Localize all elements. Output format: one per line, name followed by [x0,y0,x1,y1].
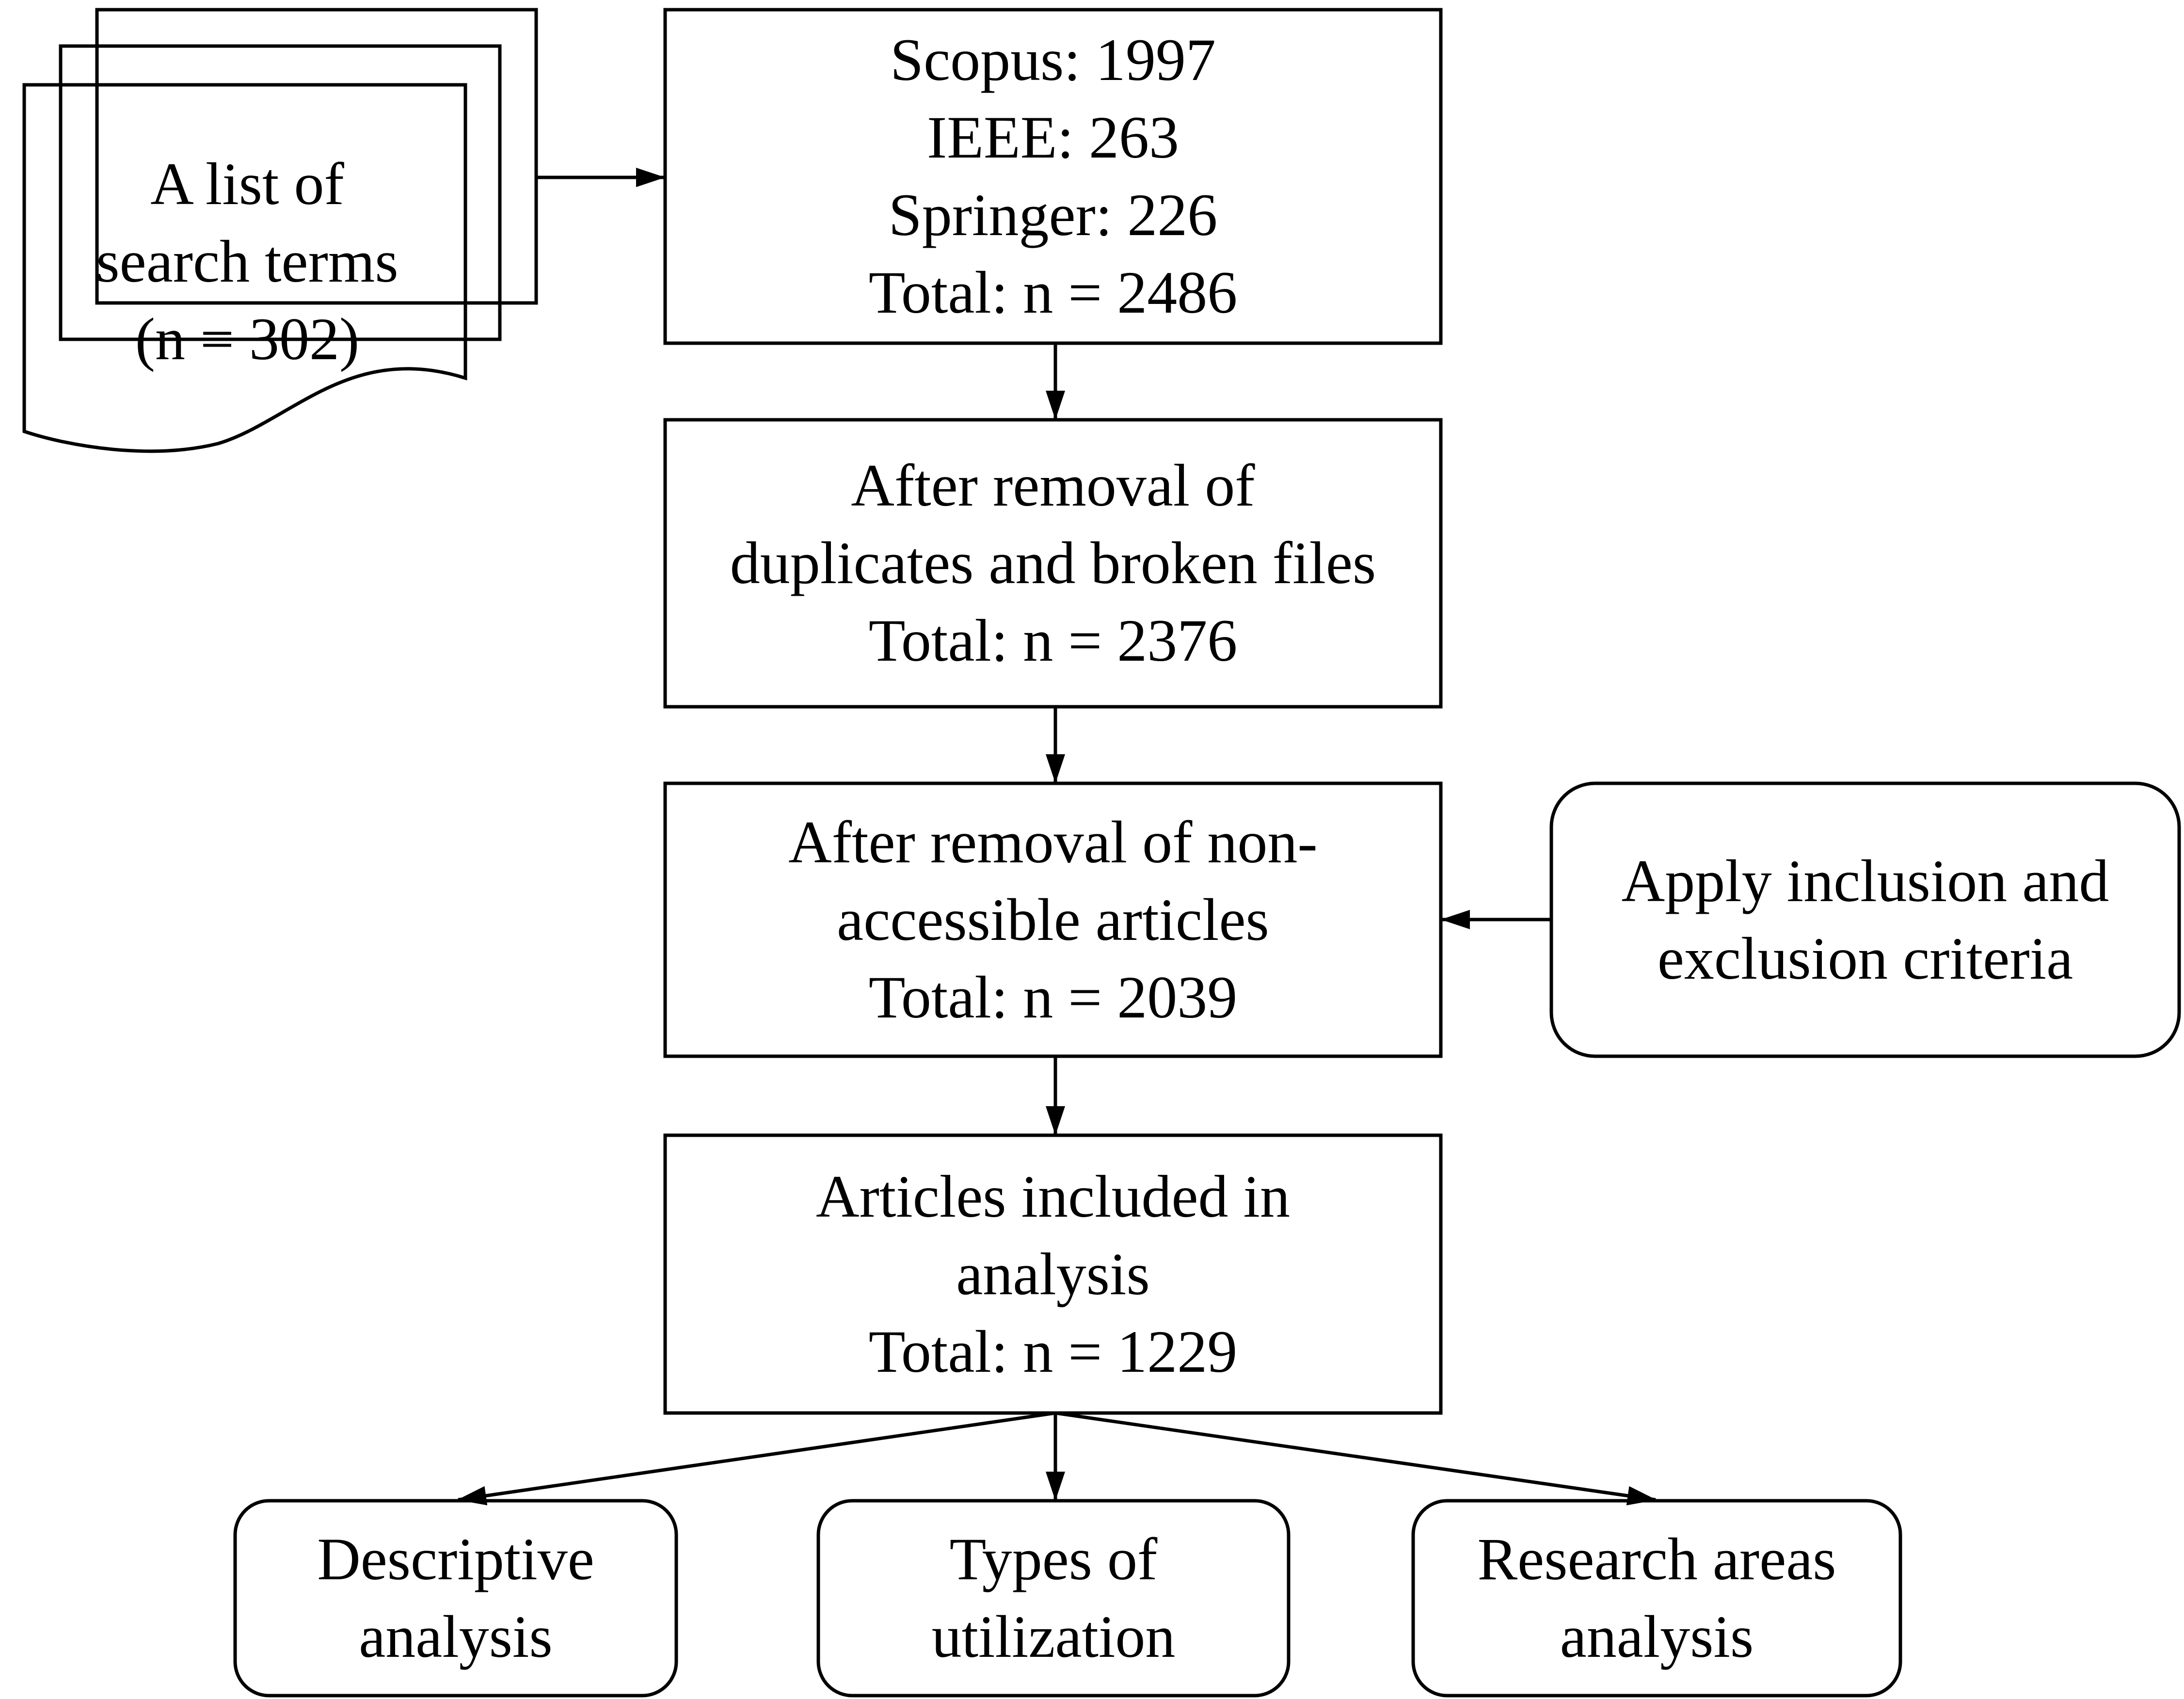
research-label: Research areas analysis [1477,1526,1836,1670]
dedup-label: After removal of duplicates and broken f… [730,452,1376,674]
included-label: Articles included in analysis Total: n =… [816,1163,1290,1385]
utilization-label: Types of utilization [931,1526,1176,1670]
accessible-label: After removal of non- accessible article… [788,809,1318,1031]
search-terms-label: A list of search terms (n = 302) [96,151,399,372]
criteria-label: Apply inclusion and exclusion criteria [1621,847,2109,992]
databases-label: Scopus: 1997 IEEE: 263 Springer: 226 Tot… [868,27,1238,326]
arrow-included-to-research [1055,1411,1657,1506]
arrow-included-to-descriptive [457,1411,1056,1506]
search-terms-shape [22,8,538,453]
dedup-box [663,418,1443,709]
databases-box [663,8,1443,345]
research-box [1411,1499,1902,1698]
descriptive-box [233,1499,678,1698]
descriptive-label: Descriptive analysis [317,1526,594,1670]
utilization-box [816,1499,1291,1698]
